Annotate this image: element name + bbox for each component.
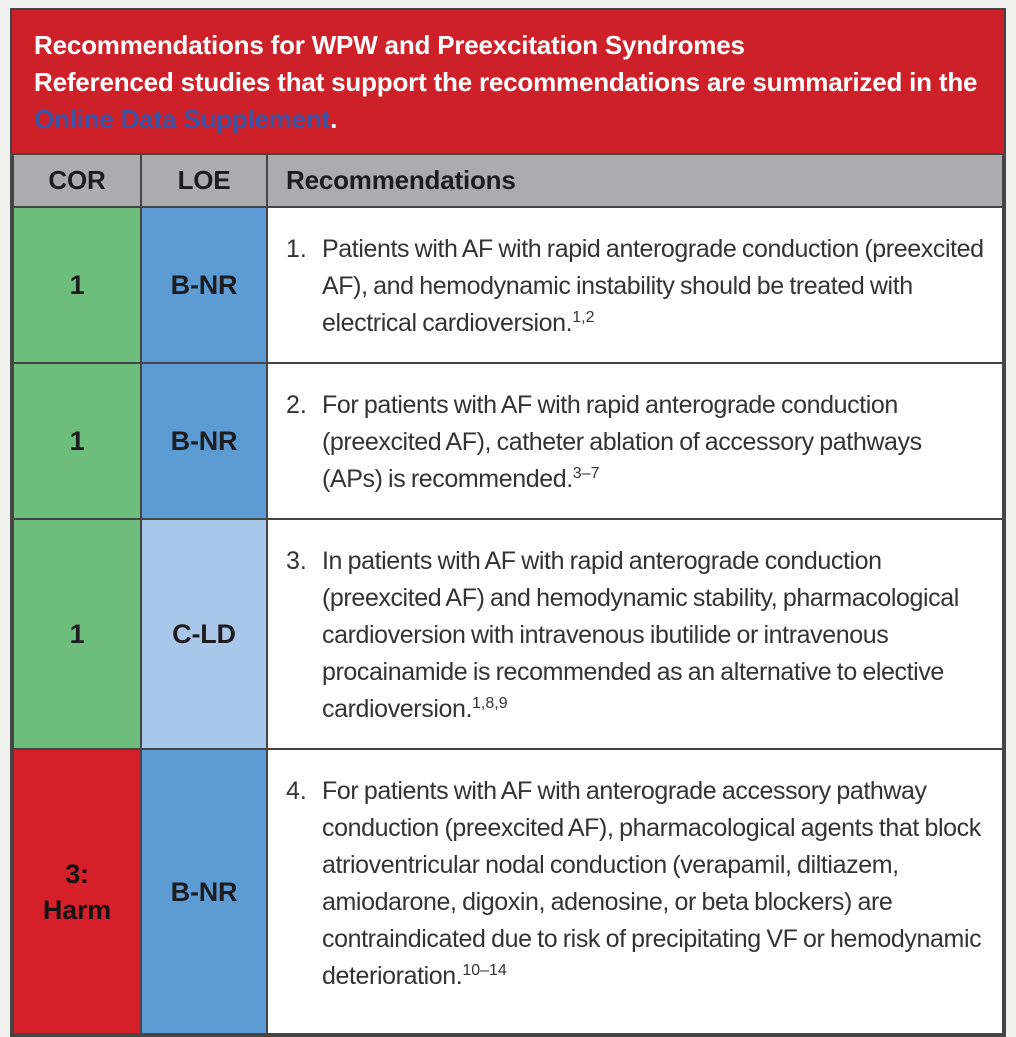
column-header-recommendations: Recommendations [266,153,1004,208]
cor-cell: 3: Harm [12,748,142,1035]
recommendation-cell: 3. In patients with AF with rapid antero… [266,518,1004,750]
banner-subtitle: Referenced studies that support the reco… [34,64,980,138]
recommendation-cell: 1. Patients with AF with rapid anterogra… [266,206,1004,364]
table-row: 1 B-NR 1. Patients with AF with rapid an… [12,206,1004,364]
table-row: 1 C-LD 3. In patients with AF with rapid… [12,518,1004,750]
loe-cell: B-NR [140,748,268,1035]
recommendation-number: 1. [286,235,307,263]
column-header-cor: COR [12,153,142,208]
reference-superscript: 1,8,9 [472,695,508,712]
recommendation-number: 4. [286,777,307,805]
column-header-loe: LOE [140,153,268,208]
banner-subtitle-period: . [330,104,338,134]
table-header-row: COR LOE Recommendations [12,153,1004,208]
cor-cell: 1 [12,518,142,750]
online-data-supplement-link[interactable]: Online Data Supplement [34,104,331,134]
table-row: 1 B-NR 2. For patients with AF with rapi… [12,362,1004,520]
reference-superscript: 10–14 [462,962,507,979]
banner-subtitle-text: Referenced studies that support the reco… [34,67,978,97]
loe-cell: B-NR [140,362,268,520]
recommendation-cell: 4. For patients with AF with anterograde… [266,748,1004,1035]
table-row: 3: Harm B-NR 4. For patients with AF wit… [12,748,1004,1035]
recommendation-cell: 2. For patients with AF with rapid anter… [266,362,1004,520]
reference-superscript: 3–7 [572,465,600,482]
banner-title: Recommendations for WPW and Preexcitatio… [34,30,745,60]
recommendation-text: For patients with AF with rapid anterogr… [322,391,922,493]
cor-cell: 1 [12,206,142,364]
reference-superscript: 1,2 [572,309,595,326]
recommendation-table-figure: Recommendations for WPW and Preexcitatio… [10,8,1006,1037]
recommendation-number: 3. [286,547,307,575]
recommendation-number: 2. [286,391,307,419]
recommendation-text: In patients with AF with rapid anterogra… [322,547,959,723]
cor-cell: 1 [12,362,142,520]
recommendation-text: Patients with AF with rapid anterograde … [322,235,984,337]
loe-cell: C-LD [140,518,268,750]
banner: Recommendations for WPW and Preexcitatio… [12,10,1004,153]
recommendations-table: COR LOE Recommendations 1 B-NR 1. Patien… [12,153,1004,1035]
recommendation-text: For patients with AF with anterograde ac… [322,777,982,990]
loe-cell: B-NR [140,206,268,364]
